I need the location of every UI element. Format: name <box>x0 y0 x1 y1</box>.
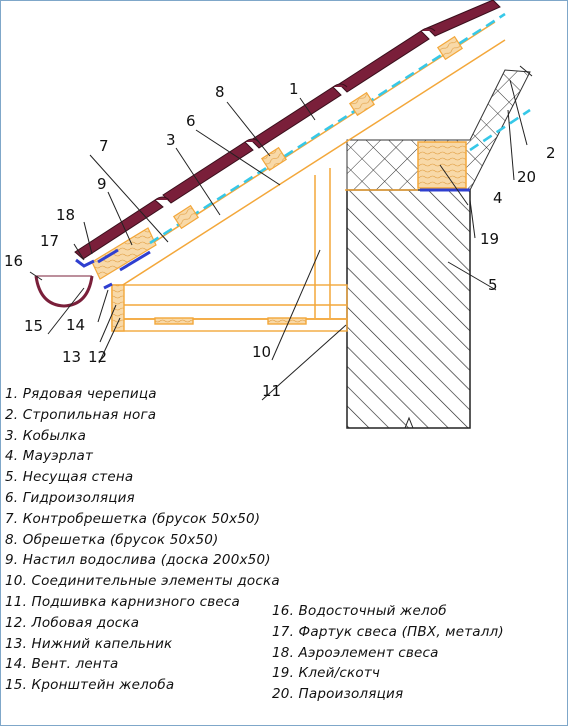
fascia-board <box>111 284 125 332</box>
roof-tiles <box>74 0 501 260</box>
callout-16: 16 <box>4 252 23 270</box>
legend-item: 7. Контробрешетка (брусок 50х50) <box>5 510 261 527</box>
gutter <box>34 275 94 308</box>
soffit-framing <box>111 284 348 332</box>
legend-item: 11. Подшивка карнизного свеса <box>5 593 240 610</box>
callout-20: 20 <box>517 168 536 186</box>
callout-15: 15 <box>24 317 43 335</box>
callout-9: 9 <box>97 175 107 193</box>
legend-item: 8. Обрешетка (брусок 50х50) <box>5 531 219 548</box>
mauerlat <box>417 141 467 189</box>
callout-11: 11 <box>262 382 281 400</box>
legend-item: 19. Клей/скотч <box>272 665 381 682</box>
legend-right: 16. Водосточный желоб 17. Фартук свеса (… <box>272 601 504 705</box>
callout-17: 17 <box>40 232 59 250</box>
callout-5: 5 <box>488 276 498 294</box>
callouts: 1 2 3 4 5 6 7 8 9 10 11 12 13 14 15 16 1… <box>4 80 556 400</box>
legend-item: 4. Мауэрлат <box>5 448 94 465</box>
legend-item: 20. Пароизоляция <box>272 686 404 703</box>
callout-1: 1 <box>289 80 299 98</box>
callout-12: 12 <box>88 348 107 366</box>
callout-4: 4 <box>493 189 503 207</box>
callout-10: 10 <box>252 343 271 361</box>
legend-item: 3. Кобылка <box>5 427 87 444</box>
blue-details <box>75 188 470 290</box>
callout-3: 3 <box>166 131 176 149</box>
callout-14: 14 <box>66 316 85 334</box>
bearing-wall <box>346 189 471 429</box>
legend-item: 16. Водосточный желоб <box>272 603 447 619</box>
legend-item: 10. Соединительные элементы доска <box>5 573 280 590</box>
callout-6: 6 <box>186 112 196 130</box>
legend-item: 18. Аэроэлемент свеса <box>272 644 439 661</box>
callout-19: 19 <box>480 230 499 248</box>
legend-left: 1. Рядовая черепица 2. Стропильная нога … <box>5 384 280 696</box>
legend-item: 2. Стропильная нога <box>5 406 157 423</box>
legend-item: 9. Настил водослива (доска 200х50) <box>5 552 271 569</box>
legend-item: 1. Рядовая черепица <box>5 386 157 402</box>
legend-item: 13. Нижний капельник <box>5 635 173 652</box>
legend-item: 12. Лобовая доска <box>5 614 140 631</box>
leader-lines <box>29 65 533 401</box>
legend-item: 6. Гидроизоляция <box>5 489 135 506</box>
callout-18: 18 <box>56 206 75 224</box>
callout-7: 7 <box>99 137 109 155</box>
legend-item: 5. Несущая стена <box>5 469 134 486</box>
callout-2: 2 <box>546 144 556 162</box>
legend-item: 17. Фартук свеса (ПВХ, металл) <box>272 623 504 640</box>
callout-8: 8 <box>215 83 225 101</box>
legend-item: 15. Кронштейн желоба <box>5 677 175 694</box>
callout-13: 13 <box>62 348 81 366</box>
rafter-and-kobylka <box>99 21 506 318</box>
battens <box>172 35 464 230</box>
legend-item: 14. Вент. лента <box>5 656 119 673</box>
